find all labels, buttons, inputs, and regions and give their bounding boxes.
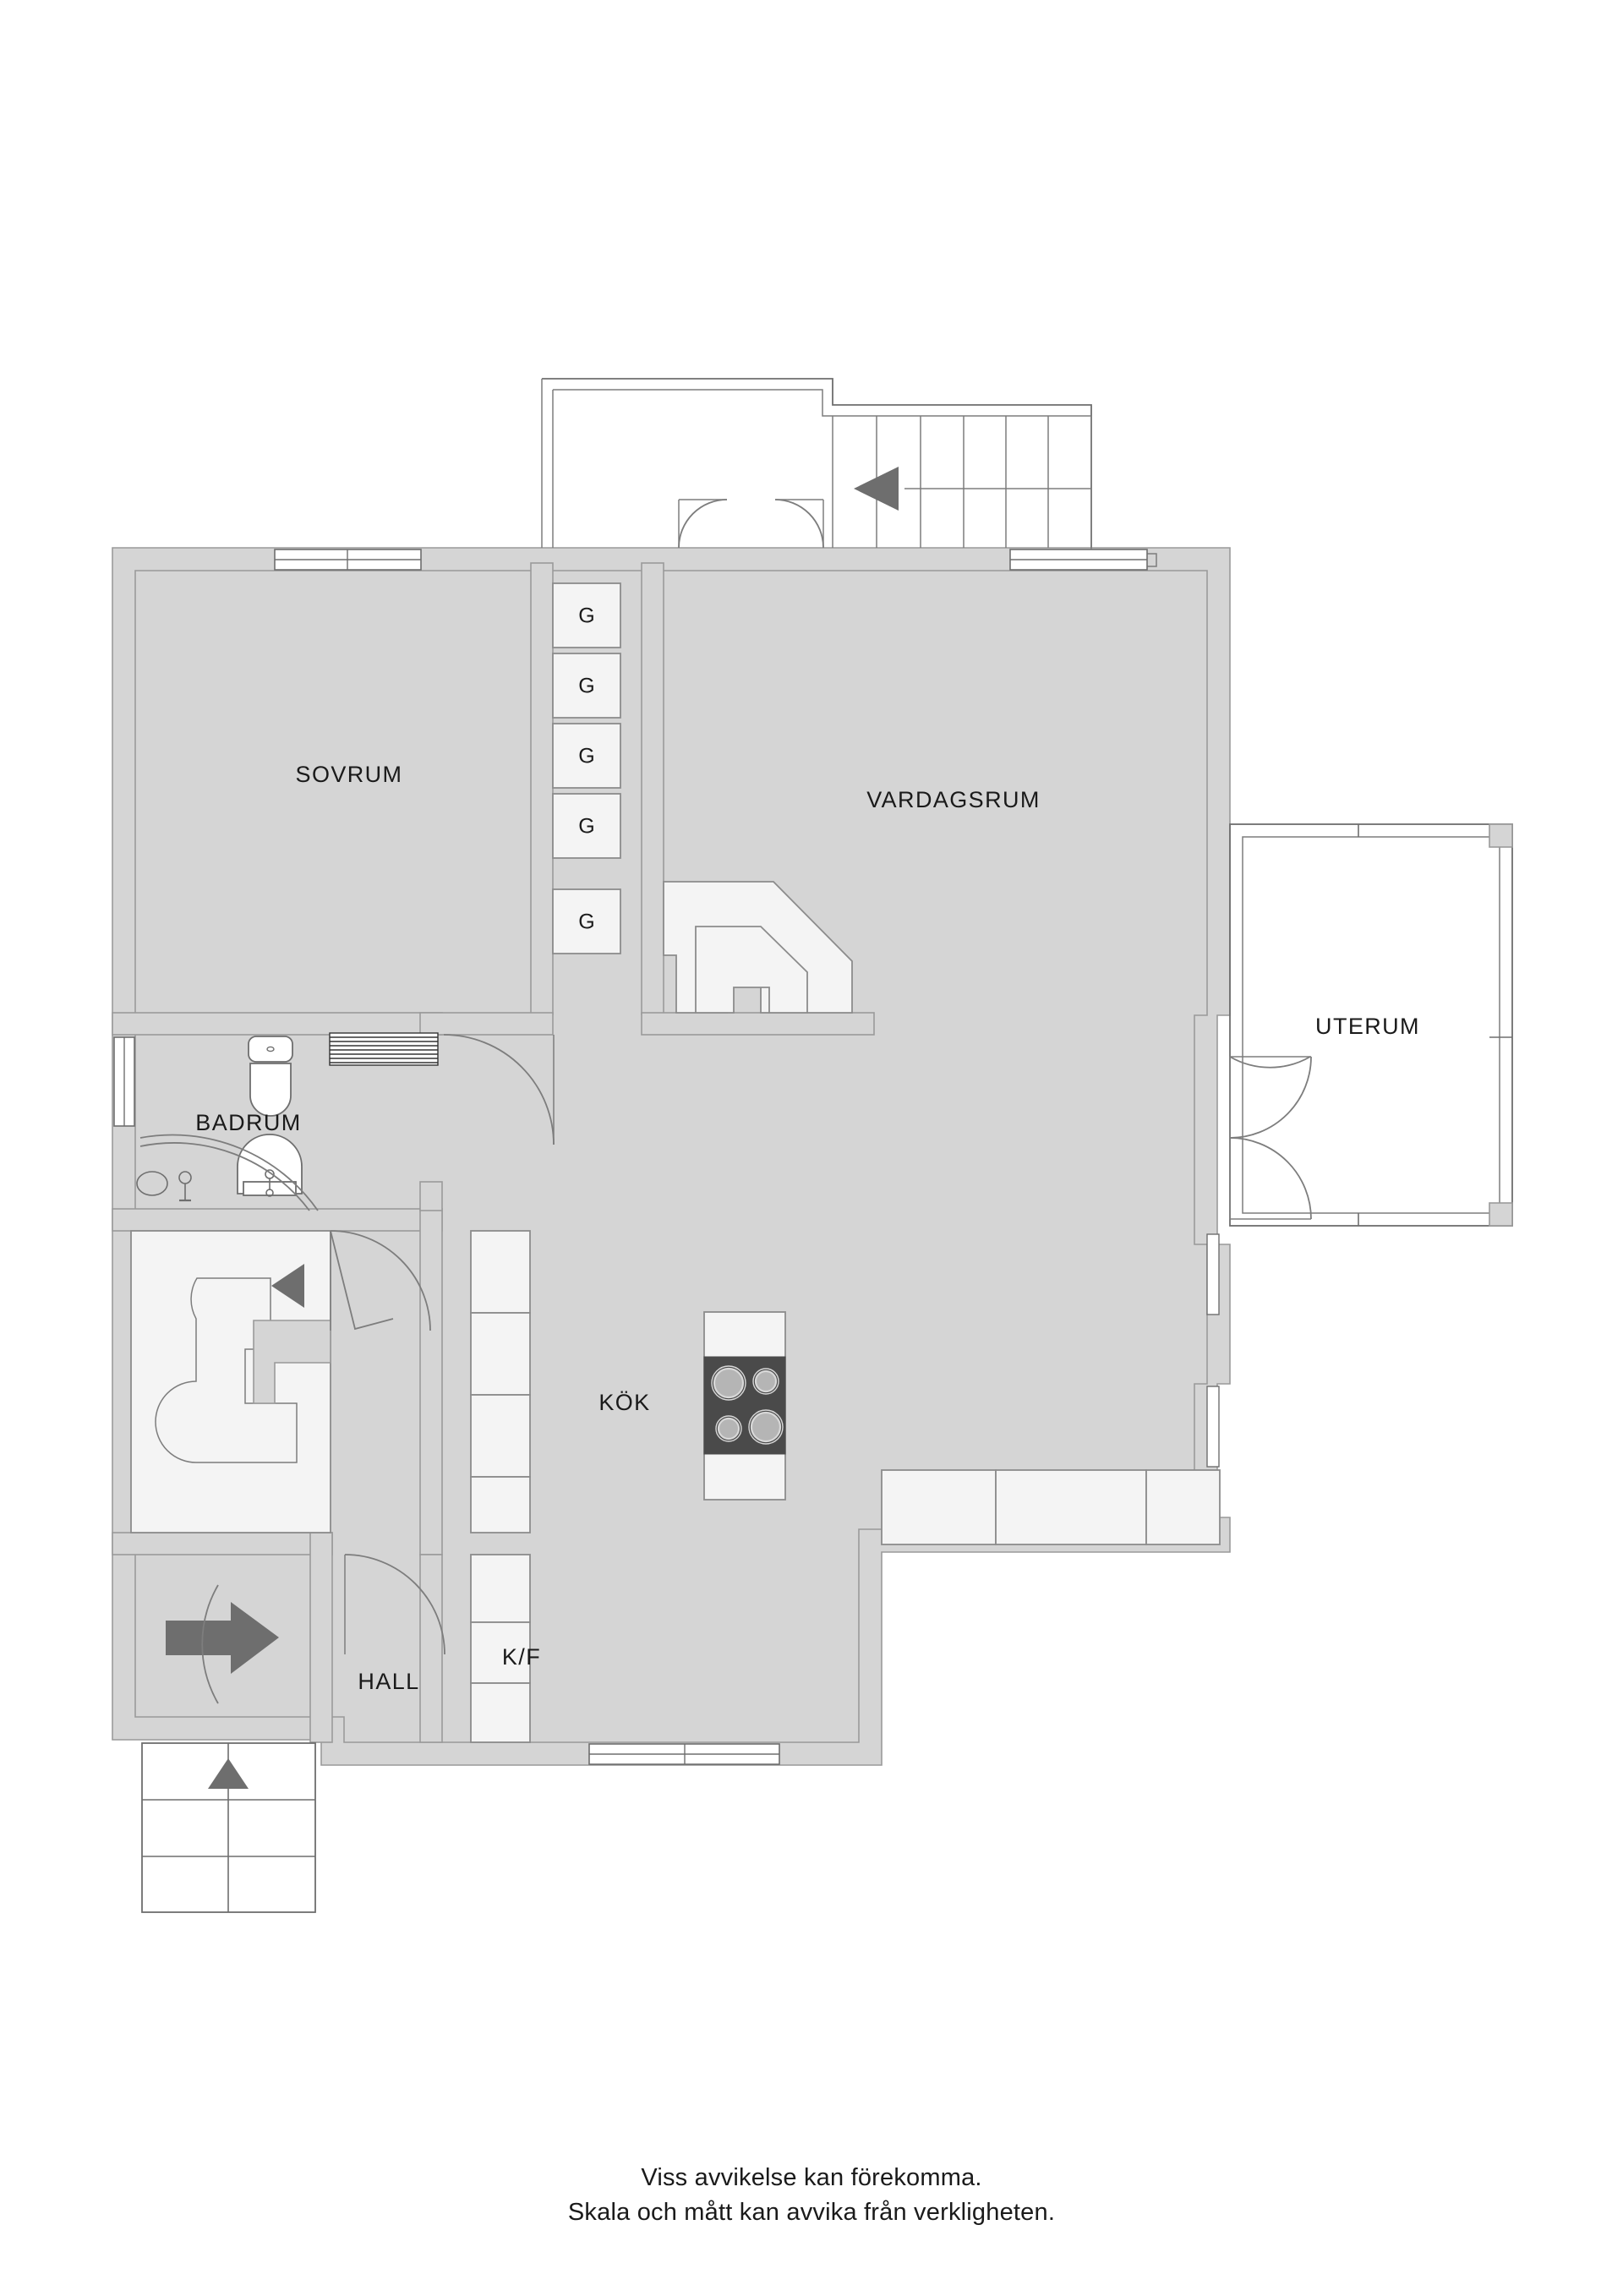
stair-direction-arrow-left — [854, 467, 899, 511]
room-labels: SOVRUM VARDAGSRUM UTERUM BADRUM KÖK HALL… — [195, 762, 1420, 1694]
counter-unit — [470, 1312, 531, 1396]
wardrobe-row: G G G G G — [552, 582, 621, 954]
windows — [113, 549, 1220, 1765]
window-livingroom-top — [1009, 549, 1148, 571]
interior-wall-wardrobe-back — [530, 562, 554, 1015]
interior-wall-hall-right — [309, 1532, 333, 1743]
window-right-upper — [1206, 1233, 1220, 1315]
annex-outline-inner2 — [553, 389, 1091, 417]
room-label-kok: KÖK — [598, 1390, 650, 1415]
sink-icon — [136, 1171, 192, 1202]
wardrobe-unit — [552, 653, 621, 719]
counter-unit — [470, 1476, 531, 1533]
badrum-door-swing-outer — [139, 1134, 319, 1211]
uterum-door-swing-upper-arc — [1229, 1056, 1312, 1139]
interior-wall-hall-top — [112, 1532, 333, 1555]
wardrobe-label: G — [578, 910, 594, 934]
kf-unit — [470, 1554, 531, 1623]
wall-stub-badrum-door — [419, 1181, 443, 1211]
radiator-icon — [329, 1032, 439, 1066]
sovrum-door-swing — [443, 1034, 555, 1145]
room-label-kf: K/F — [502, 1644, 541, 1670]
window-sovrum-top — [274, 549, 422, 571]
fireplace-icon — [663, 881, 853, 1014]
washbasin-icon — [237, 1134, 303, 1197]
hall-kitchen-door-swing — [344, 1554, 445, 1655]
wardrobe-unit — [552, 582, 621, 648]
wardrobe-unit — [552, 888, 621, 954]
badrum-door-swing — [139, 1142, 310, 1211]
interior-wall-livingroom-left — [641, 562, 664, 1015]
annex-door-swing-left — [678, 499, 728, 549]
kf-unit — [470, 1621, 531, 1684]
wardrobe-unit — [552, 723, 621, 789]
interior-wall-kf-vertical — [419, 1554, 443, 1743]
window-bottom-kitchen — [588, 1743, 780, 1765]
wardrobe-label: G — [578, 815, 594, 839]
upper-annex-and-stairs — [541, 378, 1157, 567]
counter-unit — [470, 1230, 531, 1314]
window-badrum-left — [113, 1036, 135, 1127]
wardrobe-label: G — [578, 675, 594, 698]
caption-line-1: Viss avvikelse kan förekomma. — [641, 2164, 982, 2191]
bath-door-leaf — [330, 1230, 394, 1331]
bath-room-lower — [130, 1230, 431, 1533]
stove-icon — [703, 1311, 786, 1501]
room-label-vardagsrum: VARDAGSRUM — [866, 787, 1041, 812]
room-label-badrum: BADRUM — [195, 1110, 301, 1135]
interior-wall-livingroom-bottom — [641, 1012, 875, 1036]
hall-entry-arrow — [166, 1602, 279, 1674]
window-right-lower — [1206, 1386, 1220, 1468]
bath-entry-arrow — [271, 1264, 304, 1308]
counter-unit — [881, 1469, 997, 1545]
uterum-structure — [1229, 823, 1513, 1227]
counter-unit — [995, 1469, 1147, 1545]
badrum-fixtures — [136, 1032, 439, 1211]
bath-door-swing — [330, 1230, 431, 1331]
disclaimer-caption: Viss avvikelse kan förekomma. Skala och … — [0, 2161, 1623, 2230]
annex-door-swing-right — [774, 499, 824, 549]
uterum-door-swing-lower-arc — [1229, 1137, 1312, 1220]
counter-unit — [470, 1394, 531, 1478]
room-label-hall: HALL — [358, 1669, 419, 1694]
wall-structure — [112, 547, 1231, 1766]
room-label-uterum: UTERUM — [1315, 1014, 1420, 1039]
entrance-stairs — [141, 1742, 316, 1913]
wardrobe-unit — [552, 793, 621, 859]
toilet-icon — [248, 1036, 293, 1117]
interior-wall-hall-kitchen-vertical — [419, 1208, 443, 1555]
wardrobe-label: G — [578, 604, 594, 628]
bathtub-outline — [155, 1277, 298, 1463]
stair-direction-arrow-up — [208, 1758, 249, 1789]
interior-wall-left-vertical — [112, 1012, 443, 1036]
interior-wall-wardrobe-bottom — [419, 1012, 554, 1036]
hall-front-door-swing — [201, 1584, 219, 1704]
counter-unit — [1145, 1469, 1221, 1545]
room-label-sovrum: SOVRUM — [296, 762, 403, 787]
caption-line-2: Skala och mått kan avvika från verklighe… — [567, 2199, 1056, 2226]
kf-unit — [470, 1682, 531, 1743]
interior-wall-badrum-bottom — [112, 1208, 443, 1232]
uterum-door-swing-upper — [1229, 1056, 1311, 1069]
hall-area — [166, 1554, 445, 1704]
wardrobe-label: G — [578, 745, 594, 768]
kitchen-counters — [470, 1230, 1221, 1743]
